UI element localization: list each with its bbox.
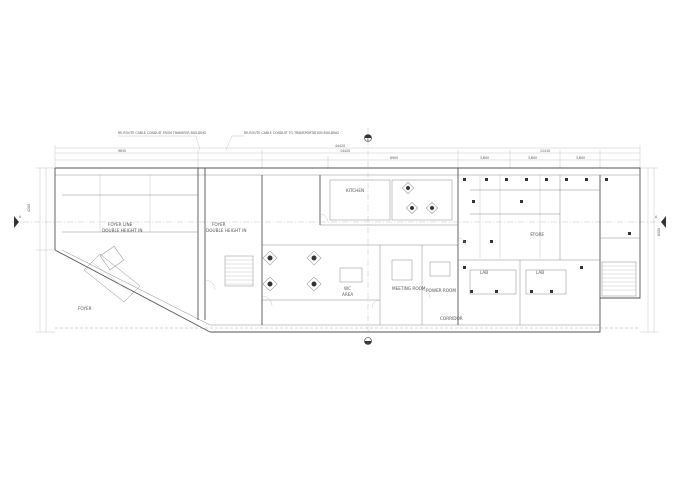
room-foyer: FOYER bbox=[78, 306, 92, 311]
section-label-bottom: B bbox=[367, 341, 369, 345]
room-meeting: MEETING ROOM bbox=[392, 286, 426, 291]
room-wc: WC bbox=[344, 286, 351, 291]
dim-mid-seg: 14420 bbox=[340, 149, 350, 153]
room-corridor: CORRIDOR bbox=[440, 316, 463, 321]
room-kitchen: KITCHEN bbox=[346, 188, 364, 193]
leader-notes: RE-ROUTE CABLE CONDUIT FROM TRANSFER BUI… bbox=[118, 131, 340, 151]
stair-left bbox=[224, 255, 254, 287]
stair-right bbox=[601, 261, 637, 297]
dimension-lines-top: 44420 9630 14420 6900 11410 3,800 3,800 … bbox=[54, 144, 641, 168]
room-store: STORE bbox=[530, 232, 544, 237]
interior-walls bbox=[62, 168, 640, 325]
section-marker-right: A bbox=[655, 215, 666, 228]
dim-right-sub-b: 3,800 bbox=[528, 156, 537, 160]
dim-top-overall: 44420 bbox=[335, 144, 345, 148]
dim-right-sub-c: 3,800 bbox=[576, 156, 585, 160]
room-power: POWER ROOM bbox=[426, 288, 456, 293]
workstations bbox=[262, 181, 451, 292]
room-labels: FOYER LINE DOUBLE HEIGHT IN FOYER DOUBLE… bbox=[78, 188, 544, 321]
section-label-top: B bbox=[367, 138, 369, 142]
dim-right-sub-a: 3,800 bbox=[480, 156, 489, 160]
entry-canopy bbox=[83, 245, 141, 303]
equipment-marks bbox=[463, 175, 631, 295]
room-lab-a: LAB bbox=[480, 270, 488, 275]
note-top-right: RE-ROUTE CABLE CONDUIT TO TRANSPORTATION… bbox=[244, 131, 340, 135]
dimension-lines-side: 4200 6500 bbox=[27, 167, 661, 333]
section-marker-left: A bbox=[12, 215, 668, 228]
room-double-height-left: DOUBLE HEIGHT IN bbox=[102, 228, 142, 233]
note-top-left: RE-ROUTE CABLE CONDUIT FROM TRANSFER BUI… bbox=[118, 131, 207, 135]
dim-right-seg: 6900 bbox=[390, 156, 398, 160]
room-foyer-line: FOYER LINE bbox=[108, 222, 133, 227]
dim-right-height: 6500 bbox=[657, 228, 661, 236]
room-area: AREA bbox=[342, 292, 353, 297]
section-marker-bottom: B bbox=[364, 337, 372, 345]
doors bbox=[204, 213, 467, 309]
dim-left-height: 4200 bbox=[27, 204, 31, 212]
dim-left-seg: 9630 bbox=[118, 149, 126, 153]
section-label-right: A bbox=[655, 215, 658, 219]
section-marker-top: B bbox=[364, 128, 372, 342]
building-outline bbox=[54, 167, 641, 333]
room-lab-b: LAB bbox=[536, 270, 544, 275]
room-double-height-mid: DOUBLE HEIGHT IN bbox=[206, 228, 246, 233]
section-label-left: A bbox=[19, 215, 22, 219]
room-foyer-mid: FOYER bbox=[212, 222, 226, 227]
dim-far-right-seg: 11410 bbox=[540, 149, 550, 153]
